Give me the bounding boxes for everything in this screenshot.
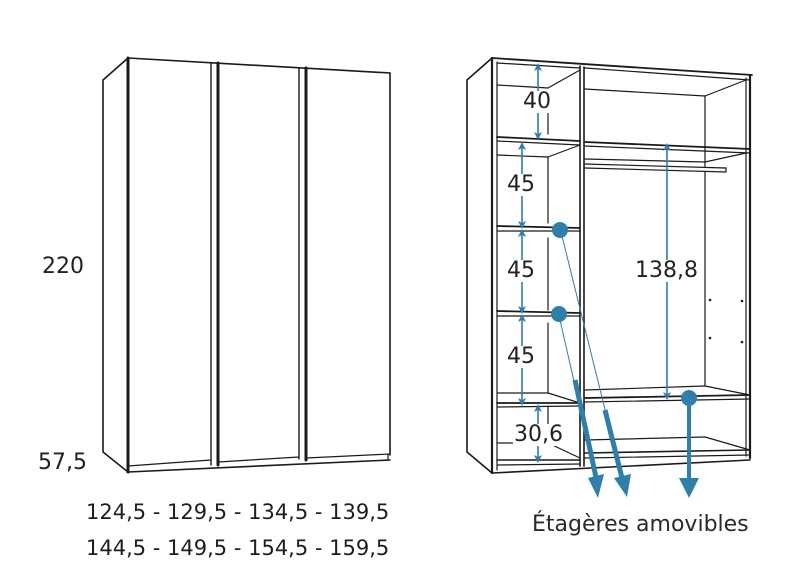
height-label: 220 xyxy=(42,254,84,279)
left-shelf-3 xyxy=(496,310,581,317)
hanging-rail xyxy=(584,163,727,173)
removable-shelf-markers xyxy=(551,222,699,498)
open-wardrobe xyxy=(466,56,753,475)
shelf-pin-holes xyxy=(708,298,744,344)
width-options-row-2: 144,5 - 149,5 - 154,5 - 159,5 xyxy=(86,536,390,560)
width-options-row-1: 124,5 - 129,5 - 134,5 - 139,5 xyxy=(86,500,390,524)
marker-dot-2 xyxy=(551,306,567,322)
marker-dot-1 xyxy=(552,222,568,238)
dim-bottom-compartment: 30,6 xyxy=(513,422,564,447)
left-shelf-4 xyxy=(496,392,581,408)
closed-wardrobe xyxy=(102,56,391,474)
right-top-shelf xyxy=(584,79,747,97)
door-2 xyxy=(216,61,300,467)
dim-compartment-2: 45 xyxy=(506,172,536,197)
dim-top-compartment: 40 xyxy=(522,89,552,114)
right-bottom xyxy=(584,436,751,459)
dim-compartment-4: 45 xyxy=(506,344,536,369)
dim-hanging-height: 138,8 xyxy=(634,258,699,283)
marker-dot-3 xyxy=(681,390,697,406)
depth-label: 57,5 xyxy=(38,450,87,475)
dim-compartment-3: 45 xyxy=(506,258,536,283)
door-1 xyxy=(126,56,212,474)
door-3 xyxy=(304,66,391,462)
left-shelf-1 xyxy=(496,136,581,158)
removable-shelves-caption: Étagères amovibles xyxy=(532,512,749,537)
